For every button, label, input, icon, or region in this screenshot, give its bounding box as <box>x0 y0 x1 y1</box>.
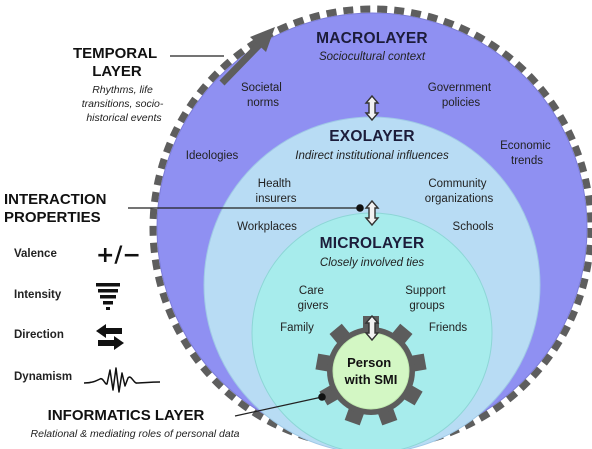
macrolayer-subtitle: Sociocultural context <box>319 51 426 63</box>
intensity-label: Intensity <box>14 289 62 301</box>
interaction-properties-title: INTERACTION PROPERTIES <box>4 191 111 226</box>
health-insurers-label: Health insurers <box>256 178 297 205</box>
interaction-pointer <box>128 204 364 212</box>
temporal-layer-description: Rhythms, life transitions, socio- histor… <box>82 84 167 124</box>
person-circle <box>332 332 410 410</box>
economic-trends-label: Economic trends <box>500 140 554 167</box>
informatics-layer-title: INFORMATICS LAYER <box>48 407 205 424</box>
support-groups-label: Support groups <box>405 285 448 312</box>
dynamism-label: Dynamism <box>14 371 72 383</box>
temporal-layer-title: TEMPORAL LAYER <box>73 45 161 80</box>
informatics-layer-subtitle: Relational & mediating roles of personal… <box>31 428 240 440</box>
person-with-smi-label: Person with SMI <box>344 355 398 387</box>
family-label: Family <box>280 322 314 334</box>
macrolayer-title: MACROLAYER <box>316 30 428 47</box>
gear-icon <box>315 316 427 426</box>
exolayer-subtitle: Indirect institutional influences <box>295 150 449 162</box>
microlayer-subtitle: Closely involved ties <box>320 257 424 269</box>
direction-label: Direction <box>14 329 64 341</box>
community-organizations-label: Community organizations <box>425 178 494 205</box>
double-arrow-icon <box>364 199 380 227</box>
double-arrow-icon <box>364 94 380 122</box>
microlayer-title: MICROLAYER <box>320 235 425 252</box>
waveform-icon <box>83 367 161 393</box>
exolayer-title: EXOLAYER <box>329 128 414 145</box>
temporal-arrow <box>219 27 275 86</box>
ideologies-label: Ideologies <box>186 150 239 162</box>
friends-label: Friends <box>429 322 468 334</box>
government-policies-label: Government policies <box>428 82 494 109</box>
informatics-pointer <box>234 393 326 417</box>
bidirectional-arrows-icon <box>96 324 124 350</box>
workplaces-label: Workplaces <box>237 221 297 233</box>
plus-minus-icon: +/− <box>96 243 141 268</box>
funnel-bars-icon <box>96 283 120 310</box>
societal-norms-label: Societal norms <box>241 82 285 109</box>
double-arrow-icon <box>364 314 380 342</box>
care-givers-label: Care givers <box>298 285 329 312</box>
schools-label: Schools <box>453 221 494 233</box>
valence-label: Valence <box>14 248 57 260</box>
